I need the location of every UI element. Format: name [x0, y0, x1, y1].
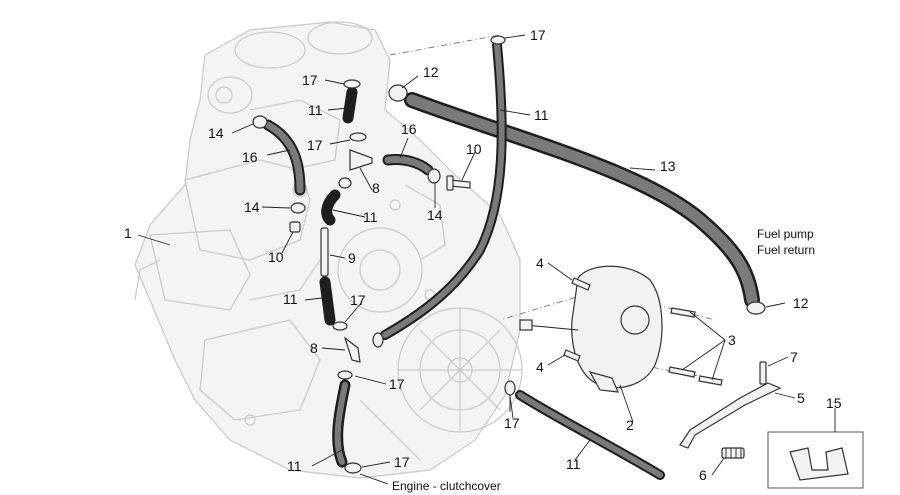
label-part-11: 11 [534, 107, 549, 123]
label-part-9: 9 [348, 250, 356, 266]
label-part-12: 12 [423, 64, 439, 80]
label-part-3: 3 [728, 332, 736, 348]
label-part-8: 8 [372, 180, 380, 196]
label-part-17: 17 [389, 376, 405, 392]
label-part-15: 15 [826, 395, 842, 411]
label-part-16: 16 [401, 121, 417, 137]
label-part-11: 11 [308, 102, 323, 118]
label-part-17: 17 [307, 137, 323, 153]
label-part-14: 14 [208, 125, 224, 141]
label-part-12: 12 [793, 295, 809, 311]
label-part-6: 6 [699, 467, 707, 483]
fittings-and-clamps [252, 35, 766, 474]
label-part-11: 11 [287, 458, 302, 474]
label-part-11: 11 [566, 456, 581, 472]
note-fuel-pump: Fuel pump [757, 227, 814, 241]
label-part-11: 11 [283, 291, 298, 307]
note-engine-clutchcover: Engine - clutchcover [392, 479, 501, 493]
label-part-13: 13 [660, 158, 676, 174]
part-labels: 1 2 3 4 4 5 6 7 8 8 9 10 10 11 11 11 11 … [124, 27, 842, 483]
label-part-17: 17 [504, 415, 520, 431]
label-part-4: 4 [536, 255, 544, 271]
part-15-inset [767, 431, 864, 489]
label-part-2: 2 [626, 417, 634, 433]
notes: Fuel pump Fuel return Engine - clutchcov… [392, 227, 815, 493]
label-part-14: 14 [244, 199, 260, 215]
note-fuel-return: Fuel return [757, 243, 815, 257]
label-part-1: 1 [124, 225, 132, 241]
label-part-8: 8 [310, 340, 318, 356]
hoses [262, 40, 760, 480]
label-part-4: 4 [536, 359, 544, 375]
label-part-5: 5 [797, 390, 805, 406]
label-part-17: 17 [302, 72, 318, 88]
label-part-17: 17 [530, 27, 546, 43]
fuel-pump-assembly [519, 265, 782, 459]
label-part-17: 17 [394, 454, 410, 470]
label-part-7: 7 [790, 349, 798, 365]
label-part-10: 10 [466, 141, 482, 157]
label-part-11: 11 [363, 209, 378, 225]
leader-lines [137, 34, 836, 485]
label-part-10: 10 [268, 249, 284, 265]
label-part-16: 16 [242, 149, 258, 165]
label-part-14: 14 [427, 207, 443, 223]
label-part-17: 17 [350, 292, 366, 308]
